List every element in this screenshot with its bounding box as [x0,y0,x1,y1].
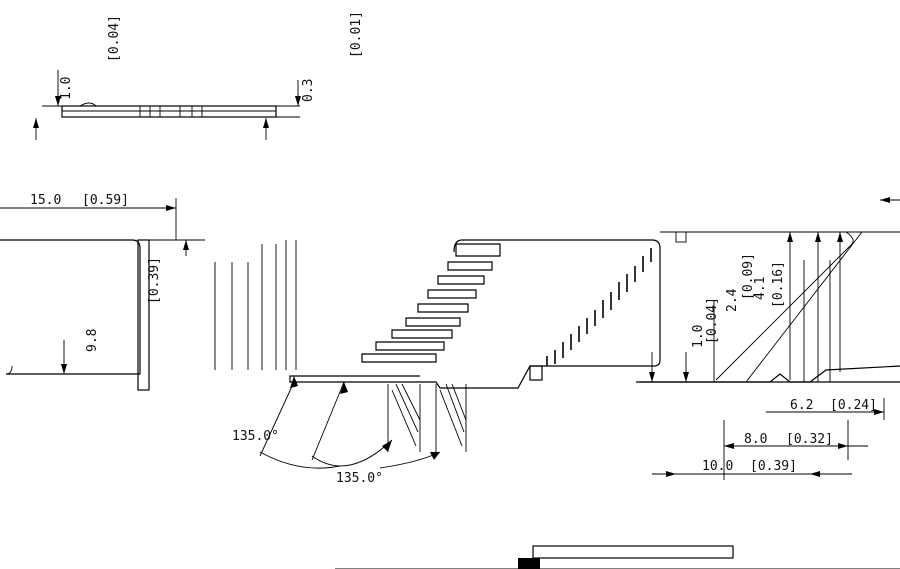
arrow-height-bottom [61,364,67,374]
dim-height-mm: 9.8 [85,329,100,352]
arrow-right-w2 [838,443,848,449]
arrow-right-h2 [683,372,689,382]
arrow-angle-right [430,452,440,460]
arrow-right-top [880,197,890,203]
hatch-mark [451,383,467,421]
dim-right-h1-mm: 1.0 [691,325,706,348]
serration-tooth [437,275,485,285]
arrow-right-h4 [815,232,821,242]
angle-left-label: 135.0° [232,429,279,444]
dim-width-mm: 15.0 [30,193,61,208]
arrow-top-right [263,118,269,128]
arrow-right-w3-left [666,471,676,477]
serration-tooth [361,353,437,363]
arrow-height-top [183,240,189,250]
arrow-top-left [33,118,39,128]
bottom-view-outline [532,545,734,559]
dim-height-in: [0.39] [147,257,162,304]
dim-right-h1-in: [0.04] [705,297,720,344]
dim-top-a-in: [0.04] [107,15,122,62]
right-bevel [715,231,854,381]
center-view: 135.0° 135.0° [232,231,900,569]
hatch-mark [445,383,465,433]
dim-right-h3-in: [0.16] [771,261,786,308]
center-body-foot [529,365,543,381]
dim-right-w3-mm: 10.0 [702,459,733,474]
serration-tooth [405,317,461,327]
left-body-outline [0,239,141,375]
hatch-mark [391,389,417,447]
serration-tooth [455,243,501,257]
left-body-corner [5,365,13,375]
dim-right-w2-mm: 8.0 [744,432,767,447]
arrow-right-h3 [787,232,793,242]
left-view: 15.0 [0.59] 9.8 [0.39] [0,193,297,391]
left-pin-strip [137,239,150,391]
top-plate-bevel [79,102,97,107]
bottom-view-foot [518,558,540,569]
arrow-right-h5 [837,232,843,242]
dim-right-w1-mm: 6.2 [790,398,813,413]
serration-tooth [427,289,477,299]
dim-top-b-in: [0.01] [349,11,364,58]
angle-right-label: 135.0° [336,471,383,486]
serration-tooth [417,303,469,313]
arrow-angle-left-top [290,376,298,388]
dim-right-h3-mm: 4.1 [753,277,768,300]
dim-right-w3-in: [0.39] [750,459,797,474]
angle-arc-right [379,451,441,469]
dim-right-w1-in: [0.24] [830,398,877,413]
dim-width-in: [0.59] [82,193,129,208]
arrow-width [166,205,176,211]
right-view: 1.0 [0.04] [0.09] 2.4 [0.16] 4.1 6.2 [0.… [636,197,900,480]
hatch-mark [401,383,421,421]
dim-right-h2-in: [0.09] [741,253,756,300]
top-plate-outline [61,105,277,118]
arrow-top-a [55,96,61,106]
arrow-top-b [295,96,301,106]
arrow-right-w3 [810,471,820,477]
dim-right-h2-mm: 2.4 [725,288,740,312]
dim-top-b-mm: 0.3 [301,79,316,102]
serration-tooth [375,341,445,351]
arrow-angle-left-top-2 [340,382,348,394]
arrow-right-w2-left [724,443,734,449]
angle-arc-left [259,451,341,469]
center-body-corner [453,239,463,253]
center-body-outline [289,239,661,389]
angle-arc-mid [311,439,393,467]
dim-top-a-mm: 1.0 [59,77,74,100]
dim-right-w2-in: [0.32] [786,432,833,447]
arrow-right-h1 [649,372,655,382]
angle-left-ext-2 [311,381,345,461]
right-body-outline [636,365,900,383]
arrow-right-w1 [874,409,884,415]
serration-tooth [391,329,453,339]
hatch-mark [439,389,463,447]
center-body-corner-box [675,231,687,243]
arrow-angle-mid [382,440,392,452]
angle-left-ext [259,381,295,457]
top-view: 1.0 [0.04] 0.3 [0.01] [33,11,364,140]
hatch-mark [395,383,419,433]
serration-tooth [447,261,493,271]
